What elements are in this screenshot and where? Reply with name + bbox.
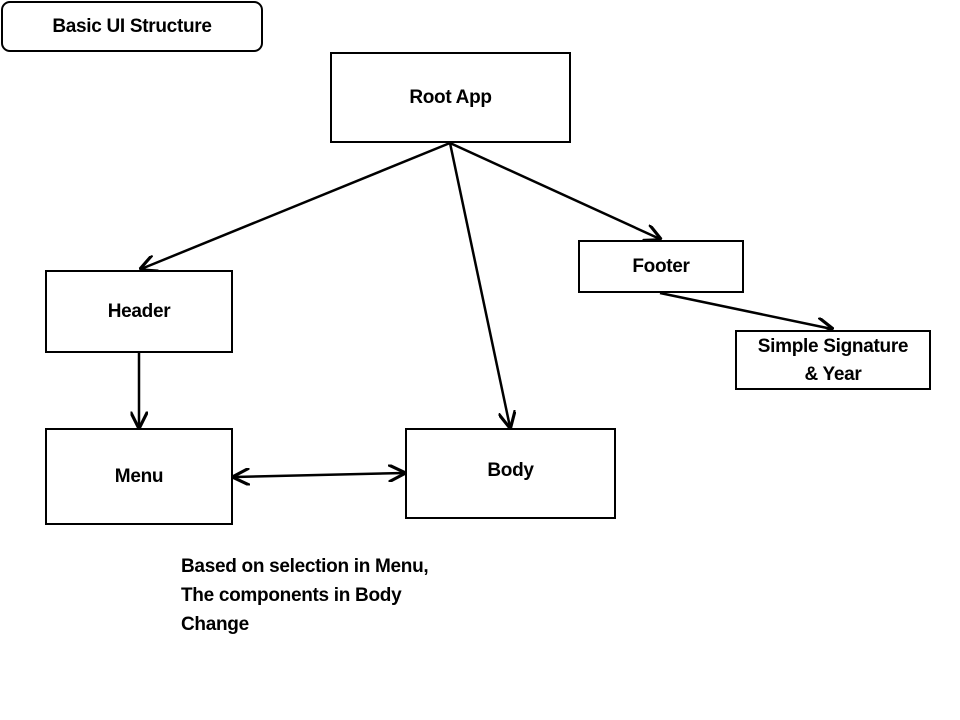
edge-root-to-header: [141, 141, 451, 269]
diagram-title: Basic UI Structure: [52, 15, 212, 37]
node-root-app-label: Root App: [409, 86, 492, 108]
node-root-app: Root App: [330, 52, 571, 143]
node-header: Header: [45, 270, 233, 353]
node-menu: Menu: [45, 428, 233, 525]
edge-root-to-footer: [449, 141, 660, 239]
edge-root-to-body: [448, 142, 510, 427]
node-header-label: Header: [107, 300, 171, 322]
node-signature-label: Simple Signature & Year: [757, 336, 909, 385]
node-footer-label: Footer: [632, 255, 690, 277]
node-footer: Footer: [578, 240, 744, 293]
edge-menu-body-bidirectional: [234, 473, 404, 477]
menu-body-note: Based on selection in Menu, The componen…: [181, 556, 429, 635]
edge-footer-to-signature: [659, 291, 832, 329]
node-body-label: Body: [487, 459, 534, 481]
node-simple-signature-year: Simple Signature & Year: [735, 330, 931, 390]
diagram-title-box: Basic UI Structure: [1, 1, 263, 52]
node-menu-label: Menu: [114, 465, 164, 487]
node-body: Body: [405, 428, 616, 519]
